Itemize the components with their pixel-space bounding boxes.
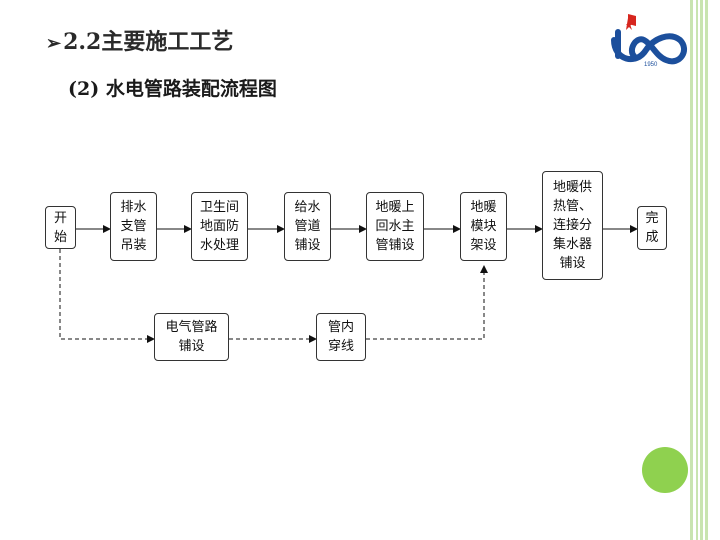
flow-node-heating-supply: 地暖供 热管、 连接分 集水器 铺设 [542, 171, 603, 280]
slide-subtitle: (2) 水电管路装配流程图 [68, 78, 277, 100]
logo-year: 1950 [644, 62, 658, 68]
dashed-start-electric [59, 249, 155, 343]
flow-node-water-supply: 给水 管道 铺设 [284, 192, 331, 261]
university-logo-icon [611, 14, 687, 65]
flow-node-start: 开 始 [45, 206, 76, 249]
bullet-arrow-icon: ➢ [46, 33, 62, 54]
slide-title: 2.2主要施工工艺 [63, 29, 234, 55]
flow-node-heating-module: 地暖 模块 架设 [460, 192, 507, 261]
dashed-wiring-module [366, 265, 488, 340]
decorative-stripes [690, 0, 708, 540]
flow-node-finish: 完 成 [637, 206, 667, 250]
slide-heading: ➢2.2主要施工工艺 [46, 24, 233, 56]
decorative-circle [642, 447, 688, 493]
flow-node-waterproofing: 卫生间 地面防 水处理 [191, 192, 248, 261]
flow-node-electrical-conduit: 电气管路 铺设 [154, 313, 229, 361]
flow-node-heating-return: 地暖上 回水主 管铺设 [366, 192, 424, 261]
flow-node-wiring: 管内 穿线 [316, 313, 366, 361]
flow-node-drain-pipe: 排水 支管 吊装 [110, 192, 157, 261]
